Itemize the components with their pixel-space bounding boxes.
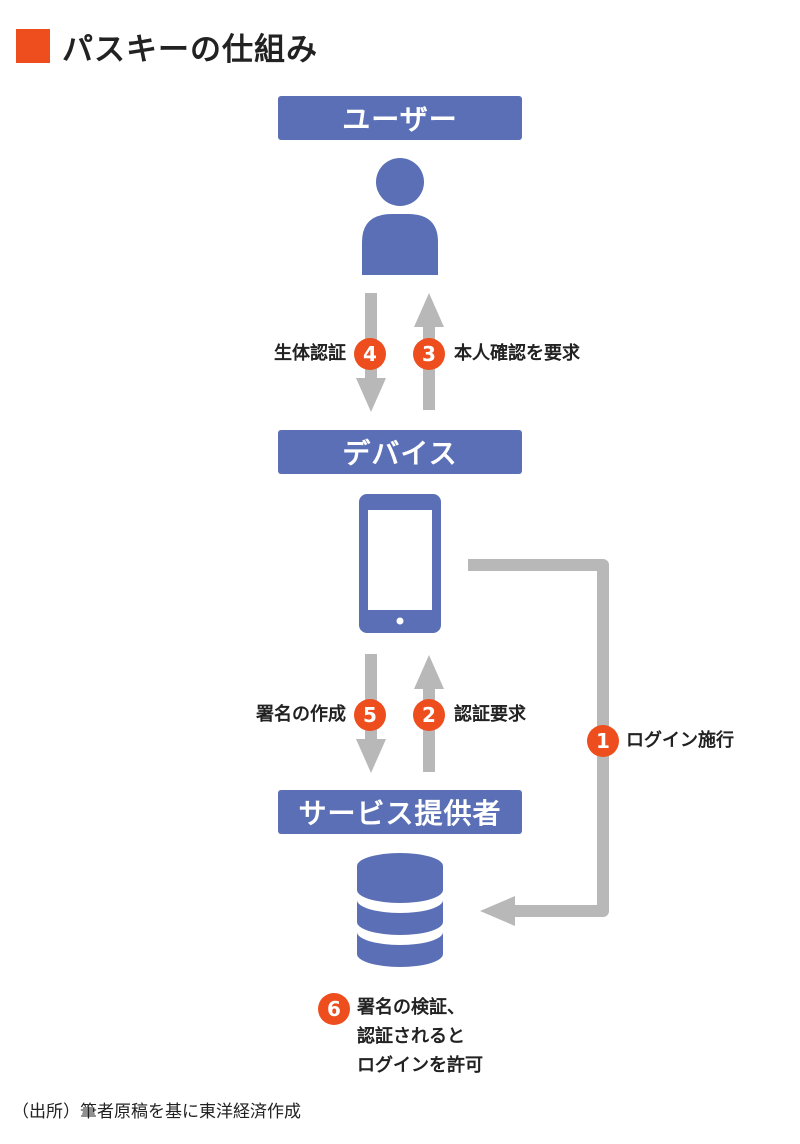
step-6-line-3: ログインを許可 — [357, 1055, 483, 1076]
page-title: パスキーの仕組み — [62, 31, 318, 68]
step-4-badge: 4 — [354, 338, 386, 370]
user-band: ユーザー — [278, 96, 522, 140]
step-6-note: 署名の検証、 認証されると ログインを許可 — [357, 993, 483, 1080]
step-6-line-2: 認証されると — [357, 1026, 465, 1047]
source-note: （出所）筆者原稿を基に東洋経済作成 — [12, 1102, 301, 1122]
step-4-label: 生体認証 — [274, 343, 346, 364]
step-6-badge: 6 — [318, 993, 350, 1025]
step-6-line-1: 署名の検証、 — [357, 997, 465, 1018]
step-1-label: ログイン施行 — [626, 730, 734, 751]
smartphone-icon — [359, 494, 441, 633]
title-marker — [16, 29, 50, 63]
step-2-badge: 2 — [413, 699, 445, 731]
step-3-badge: 3 — [413, 338, 445, 370]
title: パスキーの仕組み — [16, 24, 318, 68]
database-icon — [357, 853, 443, 967]
step-3-label: 本人確認を要求 — [454, 343, 580, 364]
user-icon — [362, 158, 438, 275]
service-band: サービス提供者 — [278, 790, 522, 834]
step-5-badge: 5 — [354, 699, 386, 731]
step-5-label: 署名の作成 — [256, 704, 346, 725]
arrow-step-1-login — [468, 559, 609, 926]
step-1-badge: 1 — [587, 725, 619, 757]
step-2-label: 認証要求 — [454, 704, 526, 725]
device-band: デバイス — [278, 430, 522, 474]
